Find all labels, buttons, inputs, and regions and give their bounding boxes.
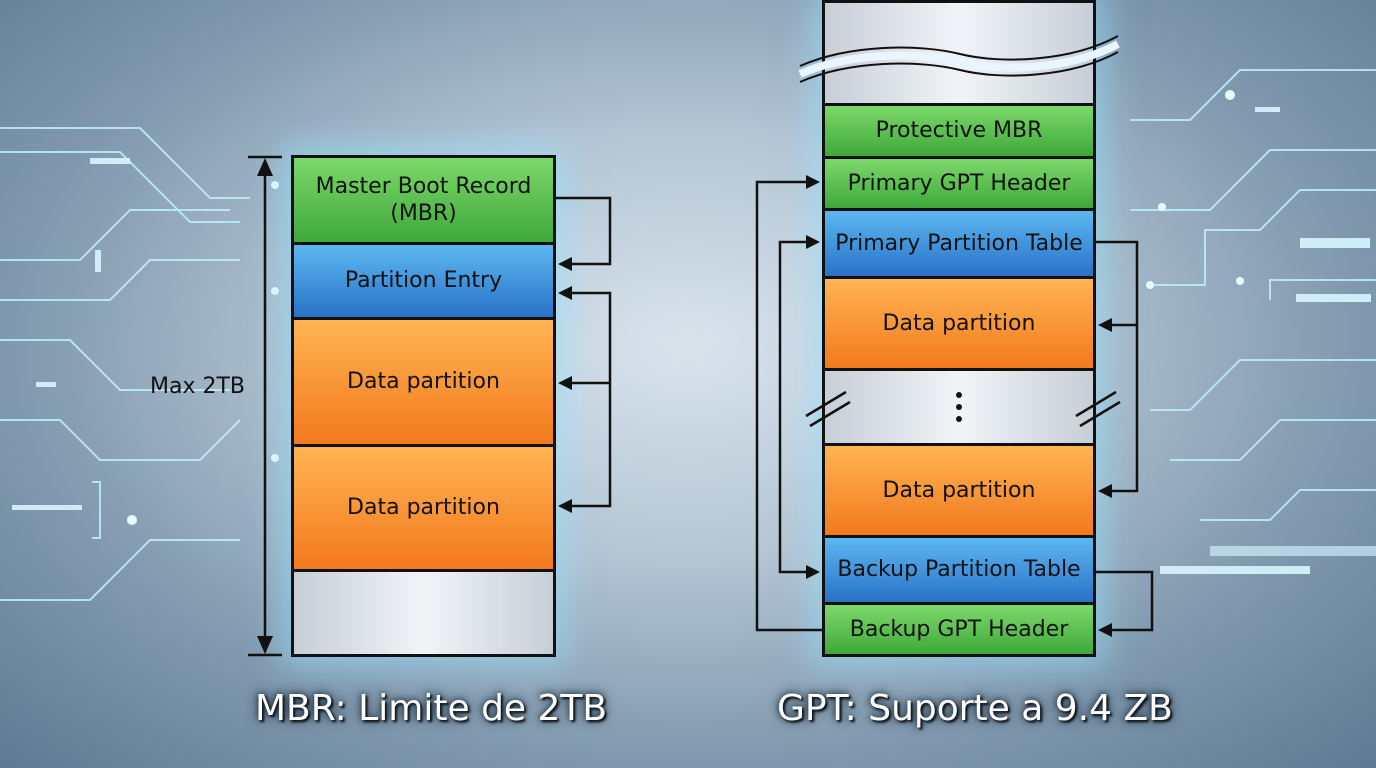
gpt-data-partition-block: Data partition	[825, 446, 1093, 538]
mbr-data-partition-block: Data partition	[294, 320, 553, 447]
mbr-disk-layout: Master Boot Record (MBR) Partition Entry…	[291, 155, 556, 657]
ellipsis-icon	[956, 392, 962, 422]
gpt-data-partition-block: Data partition	[825, 279, 1093, 371]
gpt-ellipsis-block	[825, 371, 1093, 446]
mbr-master-boot-record-block: Master Boot Record (MBR)	[294, 158, 553, 245]
gpt-protective-mbr-block: Protective MBR	[825, 106, 1093, 159]
mbr-caption: MBR: Limite de 2TB	[255, 688, 608, 729]
mbr-partition-entry-block: Partition Entry	[294, 245, 553, 320]
gpt-primary-partition-table-block: Primary Partition Table	[825, 211, 1093, 279]
gpt-backup-partition-table-block: Backup Partition Table	[825, 538, 1093, 605]
gpt-primary-header-block: Primary GPT Header	[825, 159, 1093, 211]
gpt-caption: GPT: Suporte a 9.4 ZB	[777, 688, 1173, 729]
gpt-disk-layout: Protective MBR Primary GPT Header Primar…	[822, 0, 1096, 657]
mbr-max-size-label: Max 2TB	[150, 374, 246, 399]
mbr-data-partition-block: Data partition	[294, 447, 553, 572]
gpt-backup-header-block: Backup GPT Header	[825, 605, 1093, 654]
mbr-unused-space-block	[294, 572, 553, 654]
